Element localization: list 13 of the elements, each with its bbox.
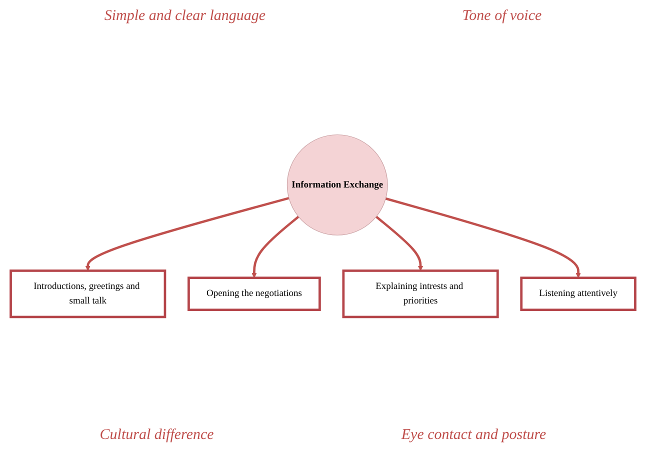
arrow — [85, 197, 290, 272]
node-box: Listening attentively — [520, 276, 636, 312]
node-circle: Information Exchange — [286, 134, 388, 236]
annotation-text: Simple and clear language — [103, 7, 267, 26]
node-box: Opening the negotiations — [188, 276, 321, 312]
annotation-text: Tone of voice — [461, 7, 543, 26]
arrow — [252, 216, 300, 278]
annotation-text: Eye contact and posture — [400, 426, 548, 445]
arrow — [375, 216, 424, 272]
node-box: Explaining intrests and priorities — [342, 270, 499, 318]
node-box: Introductions, greetings and small talk — [10, 270, 166, 318]
arrow — [385, 198, 581, 278]
annotation-text: Cultural difference — [98, 426, 215, 445]
